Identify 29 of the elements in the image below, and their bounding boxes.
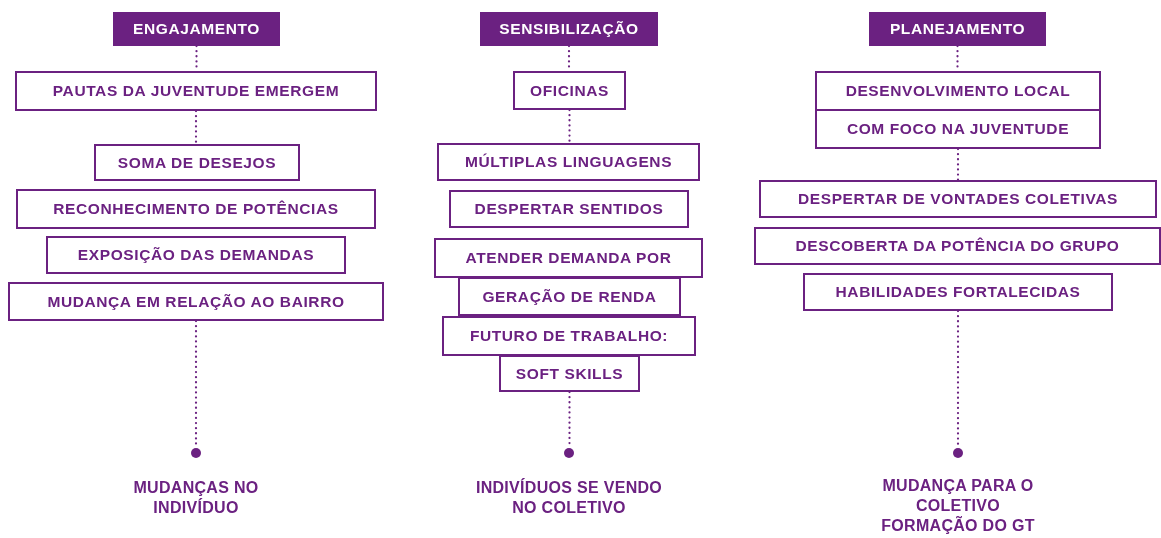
- step-box: OFICINAS: [513, 71, 626, 110]
- step-box: DESPERTAR DE VONTADES COLETIVAS: [759, 180, 1157, 218]
- step-box: ATENDER DEMANDA POR: [434, 238, 703, 278]
- step-box: SOMA DE DESEJOS: [94, 144, 300, 181]
- step-box: HABILIDADES FORTALECIDAS: [803, 273, 1113, 311]
- end-dot: [564, 448, 574, 458]
- outcome-text: INDIVÍDUOS SE VENDO NO COLETIVO: [474, 478, 664, 518]
- step-box: DESENVOLVIMENTO LOCAL: [815, 71, 1101, 111]
- step-box: DESPERTAR SENTIDOS: [449, 190, 689, 228]
- step-box: SOFT SKILLS: [499, 355, 640, 392]
- step-box: MÚLTIPLAS LINGUAGENS: [437, 143, 700, 181]
- step-box: EXPOSIÇÃO DAS DEMANDAS: [46, 236, 346, 274]
- end-dot: [953, 448, 963, 458]
- outcome-text: MUDANÇAS NO INDIVÍDUO: [132, 478, 260, 518]
- outcome-text: MUDANÇA PARA O COLETIVO FORMAÇÃO DO GT: [881, 476, 1035, 536]
- phase-header: ENGAJAMENTO: [113, 12, 280, 46]
- step-box: DESCOBERTA DA POTÊNCIA DO GRUPO: [754, 227, 1161, 265]
- step-box: COM FOCO NA JUVENTUDE: [815, 109, 1101, 149]
- step-box: GERAÇÃO DE RENDA: [458, 277, 681, 316]
- phase-header: PLANEJAMENTO: [869, 12, 1046, 46]
- phase-header: SENSIBILIZAÇÃO: [480, 12, 658, 46]
- step-box: MUDANÇA EM RELAÇÃO AO BAIRRO: [8, 282, 384, 321]
- step-box: RECONHECIMENTO DE POTÊNCIAS: [16, 189, 376, 229]
- step-box: PAUTAS DA JUVENTUDE EMERGEM: [15, 71, 377, 111]
- end-dot: [191, 448, 201, 458]
- dotted-connector: [194, 109, 198, 146]
- step-box: FUTURO DE TRABALHO:: [442, 316, 696, 356]
- dotted-connector: [568, 108, 571, 145]
- dotted-connector: [956, 147, 960, 182]
